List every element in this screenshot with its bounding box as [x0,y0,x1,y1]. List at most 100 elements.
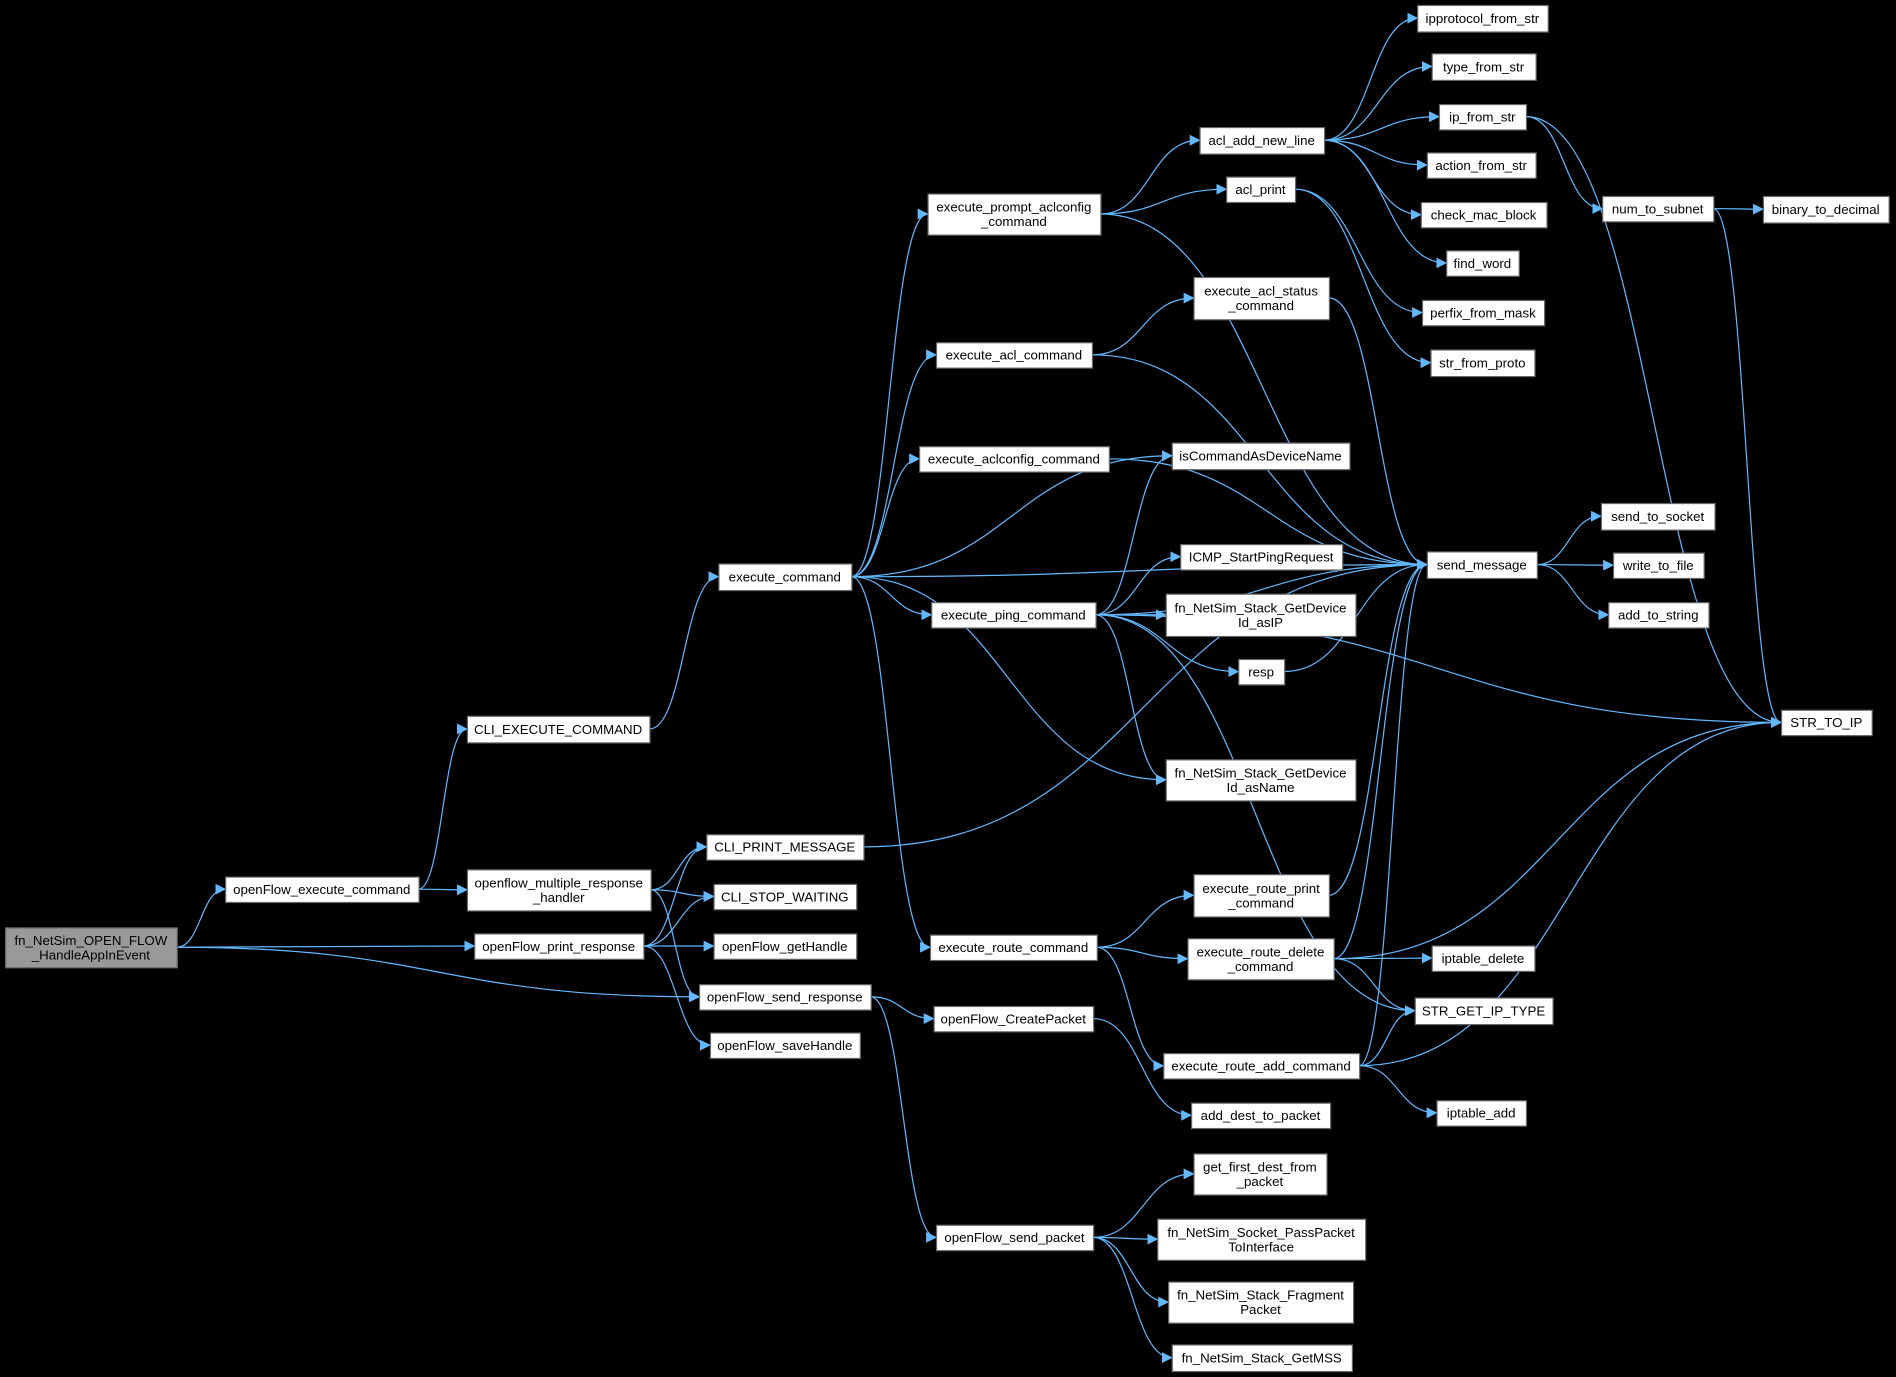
node-cli-stop-waiting[interactable]: CLI_STOP_WAITING [713,883,858,911]
node-write-to-file[interactable]: write_to_file [1612,552,1705,580]
node-box[interactable] [927,193,1102,236]
node-box[interactable] [713,883,858,911]
node-box[interactable] [474,933,645,960]
node-box[interactable] [1238,658,1286,686]
node-execute-acl-status-command[interactable]: execute_acl_status_command [1193,276,1331,321]
node-box[interactable] [1438,103,1528,131]
node-box[interactable] [1446,250,1520,277]
node-box[interactable] [466,869,652,912]
node-execute-command[interactable]: execute_command [718,563,853,592]
node-openflow-createpacket[interactable]: openFlow_CreatePacket [933,1005,1095,1033]
node-execute-route-print-command[interactable]: execute_route_print_command [1193,874,1331,918]
node-fn-netsim-open-flow-handleappinevent[interactable]: fn_NetSim_OPEN_FLOW_HandleAppInEvent [5,927,178,969]
node-openflow-send-response[interactable]: openFlow_send_response [698,984,872,1011]
node-box[interactable] [5,927,178,969]
node-box[interactable] [1608,602,1710,629]
node-box[interactable] [1190,1102,1332,1130]
node-openflow-savehandle[interactable]: openFlow_saveHandle [709,1032,861,1060]
node-openflow-multiple-response-handler[interactable]: openflow_multiple_response_handler [466,869,652,912]
node-acl-print[interactable]: acl_print [1226,176,1297,204]
node-execute-acl-command[interactable]: execute_acl_command [935,342,1094,369]
node-send-message[interactable]: send_message [1426,551,1538,580]
node-box[interactable] [1762,195,1890,224]
node-execute-route-add-command[interactable]: execute_route_add_command [1163,1053,1361,1080]
node-box[interactable] [706,834,865,861]
node-iptable-delete[interactable]: iptable_delete [1431,945,1536,972]
node-box[interactable] [1612,552,1705,580]
node-box[interactable] [1430,349,1536,378]
node-execute-route-command[interactable]: execute_route_command [929,934,1098,962]
node-str-from-proto[interactable]: str_from_proto [1430,349,1536,378]
node-openflow-gethandle[interactable]: openFlow_getHandle [713,933,858,960]
node-action-from-str[interactable]: action_from_str [1426,152,1537,179]
node-str-to-ip[interactable]: STR_TO_IP [1780,709,1873,737]
node-iscommandasdevicename[interactable]: isCommandAsDeviceName [1171,442,1351,471]
node-box[interactable] [1193,874,1331,918]
node-box[interactable] [709,1032,861,1060]
node-cli-print-message[interactable]: CLI_PRINT_MESSAGE [706,834,865,861]
node-box[interactable] [1420,201,1548,229]
node-box[interactable] [1163,1053,1361,1080]
node-box[interactable] [1414,997,1554,1026]
node-box[interactable] [1171,1344,1353,1373]
node-box[interactable] [1165,593,1357,638]
node-box[interactable] [1426,551,1538,580]
node-box[interactable] [1780,709,1873,737]
node-box[interactable] [1199,126,1326,155]
node-box[interactable] [931,602,1097,629]
node-box[interactable] [1193,1153,1328,1196]
node-box[interactable] [713,933,858,960]
node-perfix-from-mask[interactable]: perfix_from_mask [1421,299,1546,327]
node-box[interactable] [225,876,420,904]
node-box[interactable] [1226,176,1297,204]
node-add-to-string[interactable]: add_to_string [1608,602,1710,629]
node-box[interactable] [1165,759,1357,802]
node-execute-prompt-aclconfig-command[interactable]: execute_prompt_aclconfig_command [927,193,1102,236]
node-get-first-dest-from-packet[interactable]: get_first_dest_from_packet [1193,1153,1328,1196]
node-box[interactable] [1602,195,1715,223]
node-num-to-subnet[interactable]: num_to_subnet [1602,195,1715,223]
node-box[interactable] [1180,544,1344,571]
node-box[interactable] [1436,1100,1528,1127]
node-box[interactable] [935,342,1094,369]
node-box[interactable] [918,446,1110,473]
node-box[interactable] [718,563,853,592]
node-binary-to-decimal[interactable]: binary_to_decimal [1762,195,1890,224]
node-box[interactable] [1417,4,1549,33]
node-box[interactable] [1426,152,1537,179]
node-execute-route-delete-command[interactable]: execute_route_delete_command [1187,938,1335,981]
node-box[interactable] [1600,502,1716,531]
node-fn-netsim-stack-getmss[interactable]: fn_NetSim_Stack_GetMSS [1171,1344,1353,1373]
node-execute-ping-command[interactable]: execute_ping_command [931,602,1097,629]
node-check-mac-block[interactable]: check_mac_block [1420,201,1548,229]
node-resp[interactable]: resp [1238,658,1286,686]
node-iptable-add[interactable]: iptable_add [1436,1100,1528,1127]
node-box[interactable] [1187,938,1335,981]
node-add-dest-to-packet[interactable]: add_dest_to_packet [1190,1102,1332,1130]
node-execute-aclconfig-command[interactable]: execute_aclconfig_command [918,446,1110,473]
node-box[interactable] [1193,276,1331,321]
node-box[interactable] [933,1005,1095,1033]
node-box[interactable] [1157,1218,1367,1261]
node-acl-add-new-line[interactable]: acl_add_new_line [1199,126,1326,155]
node-box[interactable] [1171,442,1351,471]
node-box[interactable] [1168,1281,1355,1324]
node-box[interactable] [1421,299,1546,327]
node-box[interactable] [929,934,1098,962]
node-type-from-str[interactable]: type_from_str [1431,53,1537,81]
node-ip-from-str[interactable]: ip_from_str [1438,103,1528,131]
node-openflow-print-response[interactable]: openFlow_print_response [474,933,645,960]
node-find-word[interactable]: find_word [1446,250,1520,277]
node-cli-execute-command[interactable]: CLI_EXECUTE_COMMAND [466,715,651,744]
node-str-get-ip-type[interactable]: STR_GET_IP_TYPE [1414,997,1554,1026]
node-ipprotocol-from-str[interactable]: ipprotocol_from_str [1417,4,1549,33]
node-box[interactable] [698,984,872,1011]
node-openflow-send-packet[interactable]: openFlow_send_packet [935,1224,1095,1252]
node-icmp-startpingrequest[interactable]: ICMP_StartPingRequest [1180,544,1344,571]
node-box[interactable] [466,715,651,744]
node-box[interactable] [935,1224,1095,1252]
